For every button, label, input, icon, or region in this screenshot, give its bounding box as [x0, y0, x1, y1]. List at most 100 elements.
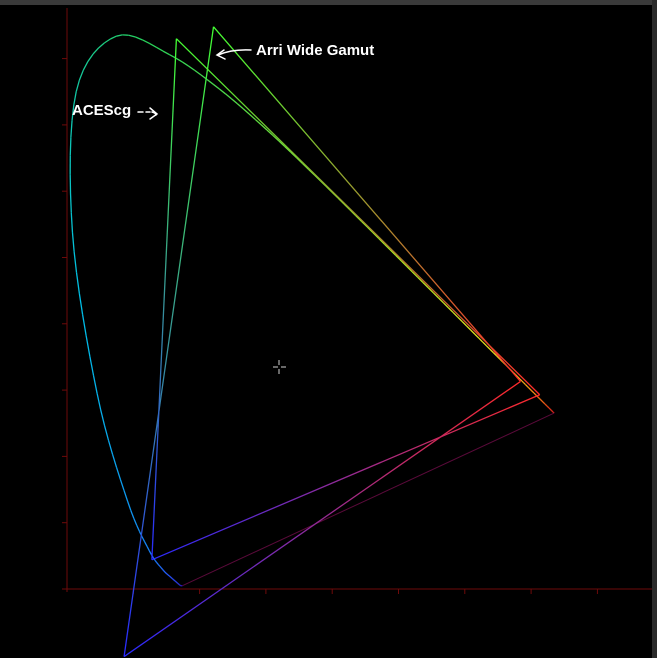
- locus-segment: [308, 168, 315, 176]
- locus-segment: [389, 249, 397, 256]
- locus-segment: [70, 212, 74, 233]
- locus-segment: [525, 384, 528, 387]
- locus-segment: [313, 174, 321, 182]
- locus-segment: [278, 140, 286, 147]
- locus-segment: [545, 404, 548, 407]
- locus-segment: [170, 576, 173, 579]
- locus-segment: [96, 393, 102, 410]
- locus-segment: [236, 103, 244, 110]
- locus-segment: [547, 406, 550, 409]
- locus-segment: [71, 104, 75, 121]
- locus-segment: [78, 293, 84, 315]
- locus-segment: [542, 401, 545, 404]
- locus-segment: [163, 570, 166, 573]
- locus-segment: [115, 467, 122, 480]
- locus-segment: [162, 50, 170, 56]
- gamut-edge: [151, 38, 178, 560]
- right-scrollbar[interactable]: [652, 0, 657, 658]
- locus-segment: [148, 550, 152, 555]
- locus-segment: [206, 78, 214, 85]
- acescg-label: ACEScg: [72, 102, 132, 119]
- locus-segment: [302, 163, 309, 170]
- locus-segment: [528, 387, 531, 390]
- axis-ticks: [62, 58, 598, 594]
- locus-segment: [144, 541, 148, 547]
- locus-segment: [146, 546, 150, 551]
- locus-segment: [230, 98, 238, 105]
- locus-segment: [168, 575, 171, 578]
- locus-segment: [422, 282, 429, 289]
- locus-segment: [343, 203, 351, 211]
- locus-segment: [331, 191, 339, 199]
- locus-segment: [543, 402, 545, 404]
- locus-segment: [337, 197, 345, 205]
- locus-segment: [133, 517, 138, 526]
- locus-segment: [71, 231, 75, 252]
- locus-segment: [78, 69, 84, 81]
- locus-segment: [550, 409, 552, 411]
- locus-segment: [541, 400, 544, 403]
- locus-segment: [156, 562, 159, 565]
- locus-segment: [111, 454, 118, 468]
- locus-segment: [73, 251, 78, 273]
- locus-segment: [181, 61, 189, 67]
- locus-segment: [165, 572, 168, 575]
- locus-segment: [173, 579, 175, 581]
- locus-segment: [485, 345, 491, 350]
- locus-segment: [160, 567, 163, 570]
- locus-segment: [366, 226, 374, 234]
- locus-segment: [69, 193, 72, 213]
- arri-wide-gamut-label: Arri Wide Gamut: [256, 42, 375, 59]
- locus-segment: [447, 307, 454, 313]
- locus-segment: [212, 83, 220, 90]
- top-border: [0, 0, 657, 5]
- locus-segment: [482, 341, 487, 347]
- acescg-gamut-triangle: [151, 38, 541, 561]
- locus-segment: [549, 408, 552, 411]
- locus-segment: [519, 378, 523, 382]
- locus-segment: [539, 398, 541, 400]
- locus-segment: [103, 425, 110, 441]
- locus-segment: [548, 407, 551, 410]
- locus-segment: [372, 232, 380, 239]
- locus-segment: [154, 560, 158, 563]
- locus-segment: [141, 536, 146, 543]
- spectral-locus: [69, 34, 555, 587]
- locus-segment: [496, 355, 501, 360]
- locus-segment: [406, 265, 413, 273]
- locus-segment: [148, 42, 157, 48]
- crosshair-cursor-icon: [273, 360, 286, 374]
- locus-segment: [194, 69, 202, 76]
- locus-segment: [411, 271, 419, 278]
- locus-segment: [248, 113, 256, 120]
- locus-segment: [325, 185, 333, 193]
- locus-segment: [319, 180, 327, 187]
- locus-segment: [545, 404, 547, 406]
- locus-segment: [87, 53, 94, 62]
- locus-segment: [521, 380, 525, 384]
- locus-segment: [538, 397, 540, 399]
- locus-segment: [499, 358, 504, 363]
- locus-segment: [523, 382, 526, 386]
- locus-segment: [543, 402, 546, 405]
- locus-segment: [135, 36, 143, 41]
- locus-segment: [452, 311, 459, 318]
- axes: [62, 8, 652, 594]
- locus-segment: [457, 316, 463, 322]
- locus-segment: [89, 356, 95, 376]
- locus-segment: [536, 396, 539, 399]
- locus-segment: [443, 302, 449, 309]
- locus-segment: [159, 565, 162, 569]
- locus-segment: [155, 46, 164, 52]
- locus-segment: [478, 337, 484, 343]
- locus-segment: [400, 260, 408, 267]
- gamut-edge: [213, 26, 521, 382]
- locus-segment: [284, 146, 292, 153]
- locus-segment: [242, 108, 250, 115]
- locus-segment: [470, 329, 476, 335]
- locus-segment: [551, 410, 554, 413]
- locus-segment: [526, 385, 530, 389]
- locus-segment: [547, 406, 549, 408]
- locus-segment: [136, 524, 141, 532]
- locus-segment: [171, 577, 173, 580]
